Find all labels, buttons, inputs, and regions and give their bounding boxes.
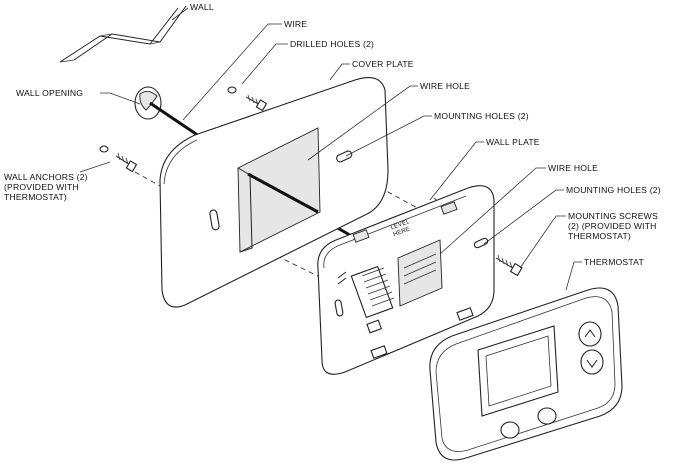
wall-label: WALL: [190, 2, 214, 12]
mounting-holes-label-2: MOUNTING HOLES (2): [566, 185, 661, 195]
mounting-screws-label: MOUNTING SCREWS (2) (PROVIDED WITH THERM…: [568, 211, 658, 241]
wall-plate-label: WALL PLATE: [486, 137, 540, 147]
wall-opening-icon: [134, 86, 162, 120]
mounting-holes-label: MOUNTING HOLES (2): [434, 111, 529, 121]
cover-plate-label: COVER PLATE: [352, 59, 414, 69]
screw-icon: [495, 254, 523, 277]
leader-lines: [79, 7, 582, 291]
thermostat-icon: [429, 287, 623, 461]
thermostat-label: THERMOSTAT: [584, 257, 644, 267]
wall-opening-label: WALL OPENING: [16, 88, 84, 98]
wall-corner-icon: [59, 5, 187, 63]
wall-plate: [317, 185, 495, 375]
wall-anchor-icon: [99, 145, 138, 173]
wire-label: WIRE: [284, 19, 308, 29]
cover-plate: [159, 77, 389, 308]
wall-anchors-label: WALL ANCHORS (2) (PROVIDED WITH THERMOST…: [4, 172, 88, 202]
wire-hole-label: WIRE HOLE: [420, 81, 471, 91]
screw-icon: [227, 86, 268, 112]
drilled-holes-label: DRILLED HOLES (2): [290, 39, 375, 49]
wire-hole-label-2: WIRE HOLE: [548, 163, 599, 173]
